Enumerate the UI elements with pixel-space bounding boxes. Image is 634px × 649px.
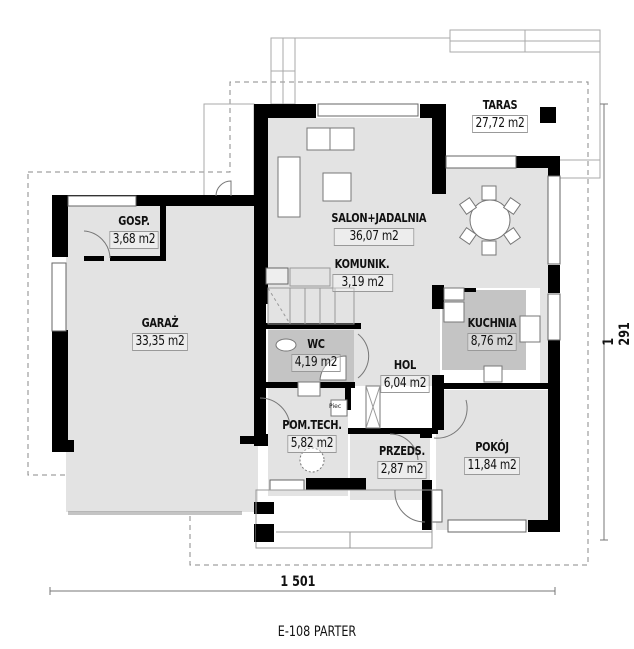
room-area: 4,19 m2 bbox=[291, 354, 341, 372]
drawing-title: E-108 PARTER bbox=[277, 624, 357, 640]
height-dimension: 1 291 bbox=[601, 322, 633, 346]
room-area: 27,72 m2 bbox=[472, 115, 528, 133]
room-name: GOSP. bbox=[118, 214, 150, 228]
room-name: TARAS bbox=[482, 98, 518, 112]
stairs bbox=[267, 267, 355, 325]
garage-door bbox=[68, 511, 242, 515]
furniture bbox=[275, 127, 541, 473]
boiler-label: Piec bbox=[329, 403, 342, 410]
room-taras: TARAS 27,72 m2 bbox=[470, 98, 529, 133]
room-area: 2,87 m2 bbox=[377, 461, 427, 479]
room-name: KOMUNIK. bbox=[334, 257, 390, 271]
room-area: 11,84 m2 bbox=[464, 457, 520, 475]
room-wc: WC 4,19 m2 bbox=[290, 337, 342, 372]
room-kuchnia: KUCHNIA 8,76 m2 bbox=[462, 316, 521, 351]
room-name: POM.TECH. bbox=[282, 418, 342, 432]
room-area: 33,35 m2 bbox=[132, 333, 188, 351]
porch bbox=[255, 489, 433, 549]
room-hol: HOL 6,04 m2 bbox=[376, 358, 433, 393]
porch-column bbox=[256, 524, 274, 542]
room-name: GARAŻ bbox=[141, 316, 179, 330]
shaft-cross-2 bbox=[365, 385, 381, 429]
room-name: PRZEDS. bbox=[379, 444, 425, 458]
width-dimension: 1 501 bbox=[280, 574, 316, 590]
room-gosp: GOSP. 3,68 m2 bbox=[109, 214, 159, 249]
room-pokoj: POKÓJ 11,84 m2 bbox=[461, 440, 523, 475]
room-salon-jadalnia: SALON+JADALNIA 36,07 m2 bbox=[331, 211, 427, 246]
room-name: HOL bbox=[393, 358, 417, 372]
door-swings bbox=[83, 180, 468, 523]
dimension-lines bbox=[49, 103, 608, 595]
room-name: WC bbox=[307, 337, 325, 351]
windows bbox=[51, 103, 561, 533]
room-area: 3,68 m2 bbox=[109, 231, 159, 249]
room-name: POKÓJ bbox=[475, 440, 509, 454]
room-area: 36,07 m2 bbox=[333, 228, 415, 246]
room-area: 5,82 m2 bbox=[287, 435, 337, 453]
room-name: SALON+JADALNIA bbox=[331, 211, 427, 225]
room-area: 8,76 m2 bbox=[467, 333, 517, 351]
sink-small bbox=[265, 267, 289, 285]
room-przeds: PRZEDS. 2,87 m2 bbox=[376, 444, 428, 479]
room-komunik: KOMUNIK. 3,19 m2 bbox=[332, 257, 394, 292]
room-name: KUCHNIA bbox=[467, 316, 517, 330]
room-garaz: GARAŻ 33,35 m2 bbox=[127, 316, 193, 351]
room-pom-tech: POM.TECH. 5,82 m2 bbox=[279, 418, 345, 453]
room-area: 6,04 m2 bbox=[380, 375, 430, 393]
room-area: 3,19 m2 bbox=[332, 274, 394, 292]
